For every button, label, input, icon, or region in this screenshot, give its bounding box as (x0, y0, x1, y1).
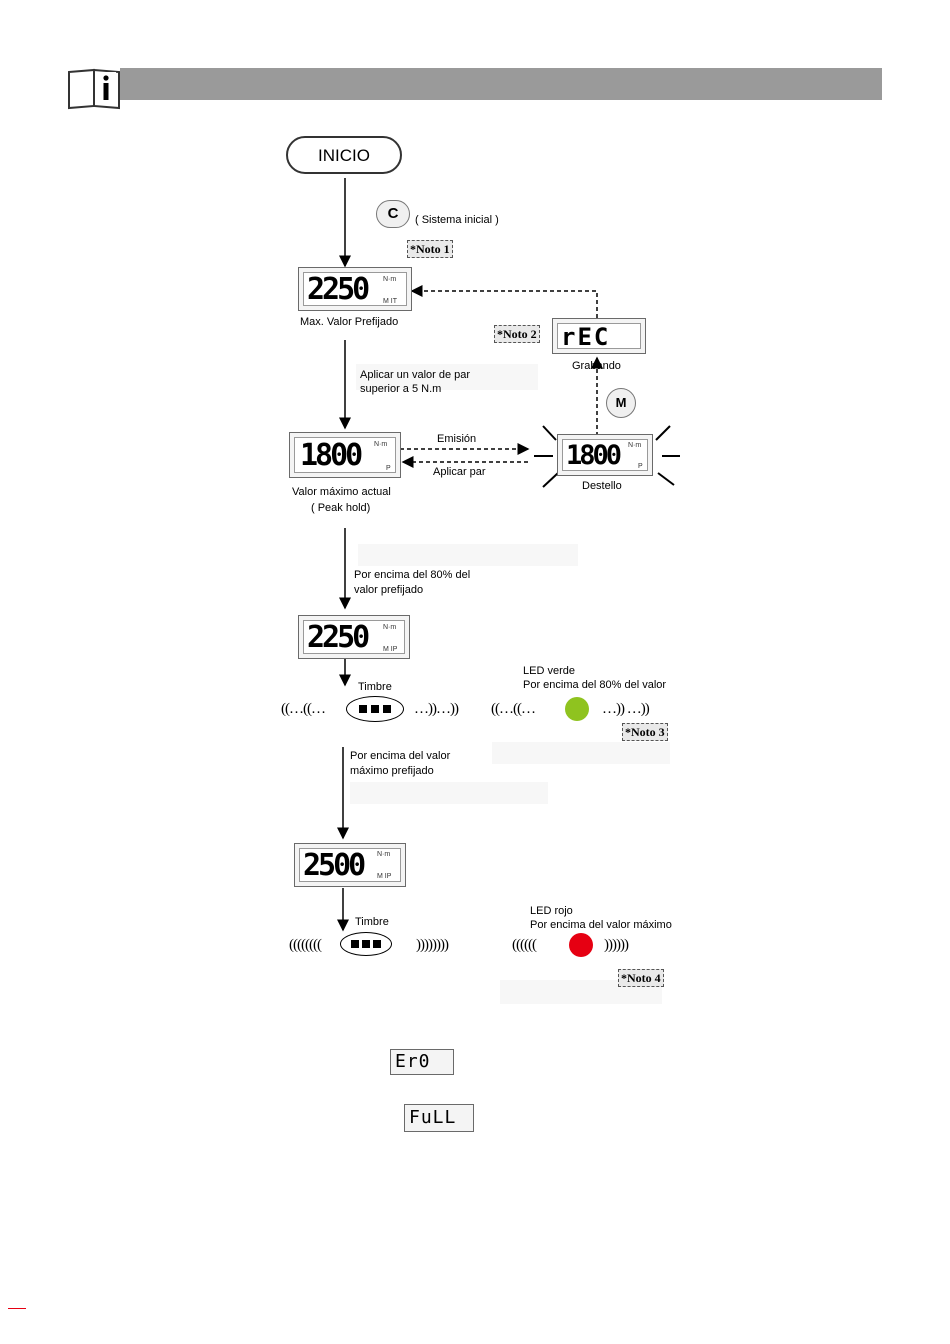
lcd-max-preset: 2250 N·m M IT (298, 267, 412, 311)
c-button[interactable]: C (376, 200, 410, 228)
label-background (492, 742, 670, 764)
flash-caption: Destello (582, 480, 622, 492)
lcd-flash-value: 1800 (566, 440, 622, 471)
lcd-max-value: 2250 (307, 272, 370, 307)
buzzer-2-waves-right: )))))))) (416, 937, 449, 953)
lcd-over-max: 2500 N·m M IP (294, 843, 406, 887)
lcd-unit-top: N·m (383, 624, 397, 631)
lcd-unit-top: N·m (374, 441, 388, 448)
green-led-icon (565, 697, 589, 721)
lcd-unit-top: N·m (628, 442, 642, 449)
lcd-unit-top: N·m (377, 851, 391, 858)
lcd-unit-top: N·m (383, 276, 397, 283)
lcd-unit-bottom: M IP (383, 646, 398, 653)
led-green-waves-right: …)) …)) (602, 701, 650, 717)
red-led-icon (569, 933, 593, 957)
lcd-peak-value: 1800 (300, 438, 363, 473)
m-button[interactable]: M (606, 388, 636, 418)
label-background (350, 782, 548, 804)
note-4: *Noto 4 (618, 969, 664, 987)
buzzer-icon (340, 932, 392, 956)
lcd-rec-value: rEC (561, 323, 611, 351)
rec-caption: Grabando (572, 360, 621, 372)
lcd-80-percent: 2250 N·m M IP (298, 615, 410, 659)
c-button-caption: ( Sistema inicial ) (415, 214, 499, 226)
emission-label: Emisión (437, 433, 477, 445)
note-2: *Noto 2 (494, 325, 540, 343)
above-80-line-1: Por encima del 80% del (354, 569, 471, 581)
corner-mark (8, 1308, 26, 1309)
lcd-peak-hold: 1800 N·m P (289, 432, 401, 478)
peak-line-2: ( Peak hold) (311, 502, 371, 514)
above-80-line-2: valor prefijado (354, 584, 424, 596)
lcd-unit-bottom: M IP (377, 873, 392, 880)
lcd-rec: rEC (552, 318, 646, 354)
lcd-over-value: 2500 (303, 848, 366, 883)
peak-line-1: Valor máximo actual (292, 486, 391, 498)
apply-line-1: Aplicar un valor de par (360, 369, 471, 381)
above-max-line-1: Por encima del valor (350, 750, 451, 762)
note-1: *Noto 1 (407, 240, 453, 258)
led-red-waves-right: )))))) (604, 937, 629, 953)
start-node: INICIO (286, 136, 402, 174)
buzzer-icon (346, 696, 404, 722)
led-red-waves-left: (((((( (512, 937, 537, 953)
buzzer-1-label: Timbre (358, 681, 392, 693)
led-green-waves-left: ((…((… (491, 701, 536, 717)
max-preset-caption: Max. Valor Prefijado (300, 316, 399, 328)
lcd-error-value: Er0 (395, 1051, 431, 1072)
buzzer-2-label: Timbre (355, 916, 389, 928)
led-red-line-2: Por encima del valor máximo (530, 919, 672, 931)
apply-line-2: superior a 5 N.m (360, 383, 442, 395)
lcd-full-value: FuLL (409, 1107, 457, 1128)
lcd-full: FuLL (404, 1104, 474, 1132)
buzzer-1-waves-left: ((…((… (281, 701, 326, 717)
lcd-unit-bottom: P (638, 463, 643, 470)
lcd-error: Er0 (390, 1049, 454, 1075)
buzzer-1-waves-right: …))…)) (414, 701, 459, 717)
led-green-line-1: LED verde (523, 665, 575, 677)
label-background (358, 544, 578, 566)
buzzer-2-waves-left: (((((((( (289, 937, 322, 953)
label-background (356, 364, 538, 390)
lcd-80-value: 2250 (307, 620, 370, 655)
note-3: *Noto 3 (622, 723, 668, 741)
lcd-unit-bottom: P (386, 465, 391, 472)
above-max-line-2: máximo prefijado (350, 765, 434, 777)
led-red-line-1: LED rojo (530, 905, 573, 917)
apply-torque-label: Aplicar par (433, 466, 486, 478)
lcd-flash: 1800 N·m P (557, 434, 653, 476)
start-label: INICIO (318, 146, 370, 165)
info-book-icon (66, 66, 122, 112)
header-bar (120, 68, 882, 100)
lcd-unit-bottom: M IT (383, 298, 397, 305)
led-green-line-2: Por encima del 80% del valor (523, 679, 667, 691)
